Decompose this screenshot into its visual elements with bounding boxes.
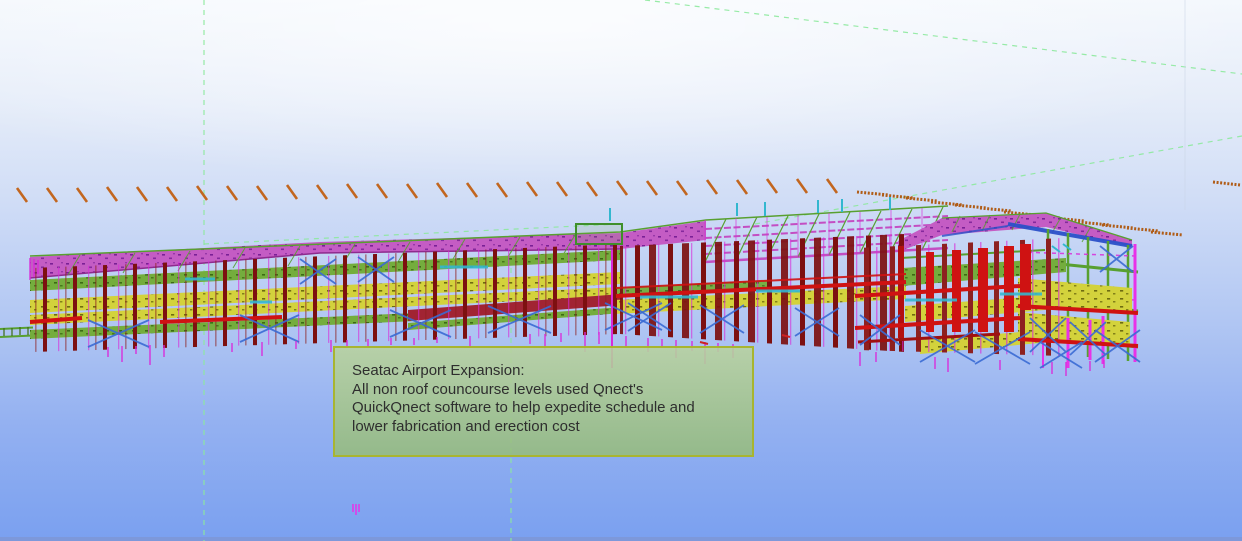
red-marks: [699, 334, 791, 345]
ground-strip: [0, 537, 1242, 541]
sky-glow: [0, 0, 1242, 185]
walkway-truss: [0, 326, 34, 338]
annotation-line: All non roof councourse levels used Qnec…: [352, 380, 644, 398]
survey-tick-row: [15, 178, 839, 203]
cross-bracing: [87, 245, 1141, 369]
magenta-glyph: [352, 504, 360, 515]
annotation-line: lower fabrication and erection cost: [352, 417, 580, 435]
annotation-line: QuickQnect software to help expedite sch…: [352, 399, 695, 416]
annotation-note: Seatac Airport Expansion: All non roof c…: [333, 346, 754, 457]
columns: [32, 234, 1137, 368]
roof-hump: [898, 212, 1133, 252]
annotation-line: Seatac Airport Expansion:: [352, 362, 525, 379]
shaft-frame: [575, 223, 623, 245]
cyan-details: [185, 197, 1072, 304]
red-beams: [29, 273, 1139, 348]
steel-structure: [0, 197, 1141, 376]
